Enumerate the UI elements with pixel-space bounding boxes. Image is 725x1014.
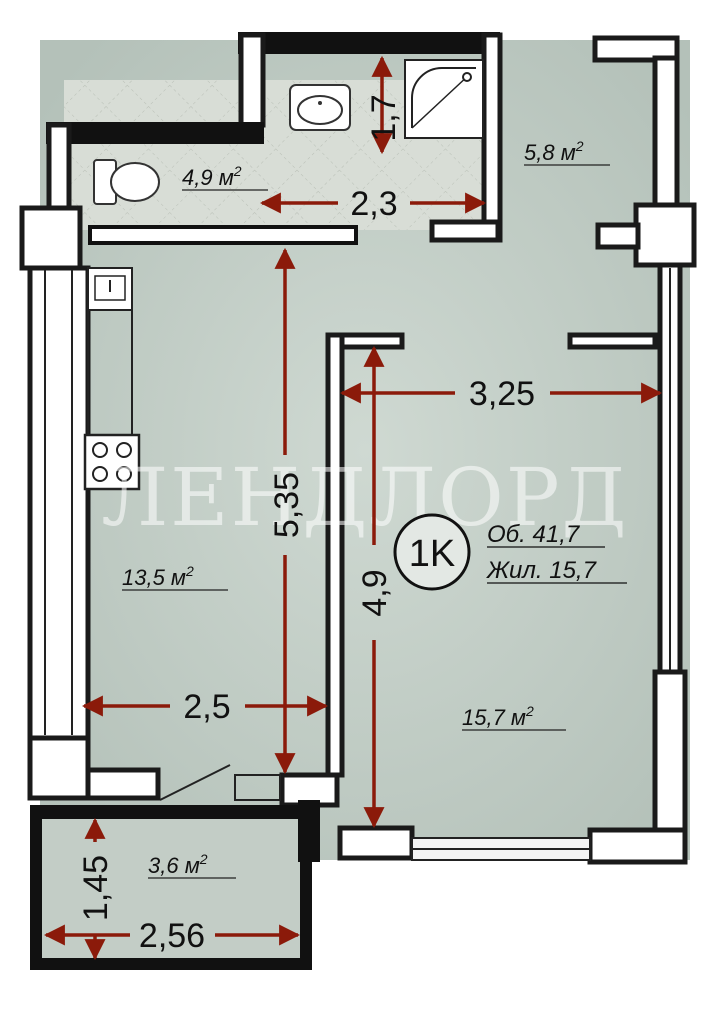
unit-badge: 1K <box>409 533 455 575</box>
wall-column-tl <box>19 205 83 271</box>
dim-room-width: 3,25 <box>469 375 535 413</box>
wall-bath-top <box>46 122 264 144</box>
area-hall: 5,8 м2 <box>524 138 584 165</box>
wall-column-tr <box>633 202 697 268</box>
wall-bath-left-upper <box>238 32 266 128</box>
watermark: ЛЕНДЛОРД <box>101 451 628 544</box>
dim-kitchen-width: 2,5 <box>183 688 230 726</box>
stove-icon <box>83 433 141 491</box>
dim-bath-height: 1,7 <box>365 94 403 141</box>
dim-room-length: 4,9 <box>356 569 394 616</box>
area-balcony: 3,6 м2 <box>148 851 208 878</box>
wall-right-lower <box>652 669 688 835</box>
area-living-room: 15,7 м2 <box>462 703 534 730</box>
wall-room-door-right <box>567 332 658 350</box>
wall-top <box>238 32 500 54</box>
wall-bath-door-stub <box>429 219 501 243</box>
wall-hall-stub <box>595 222 641 250</box>
wall-bath-right <box>481 32 503 243</box>
wall-column-br <box>587 827 688 865</box>
toilet-icon <box>93 159 160 205</box>
sink-icon <box>289 84 351 131</box>
wall-column-bl <box>27 735 91 801</box>
living-area: Жил. 15,7 <box>486 557 598 584</box>
wall-left-window <box>27 265 91 741</box>
area-bathroom: 4,9 м2 <box>182 163 242 190</box>
dim-balcony-length: 2,56 <box>139 917 205 955</box>
wall-partition <box>325 332 345 778</box>
wall-balcony-bottom <box>30 958 310 970</box>
dim-bath-width: 2,3 <box>350 185 397 223</box>
dim-kitchen-length: 5,35 <box>268 472 306 538</box>
total-area: Об. 41,7 <box>487 521 581 548</box>
wall-hall-top <box>592 35 680 63</box>
kitchen-sink-icon <box>87 267 133 311</box>
dim-balcony-width: 1,45 <box>77 855 115 921</box>
shower-icon <box>404 59 484 139</box>
wall-balcony-right <box>300 855 312 970</box>
wall-room-door-left <box>339 332 405 350</box>
wall-balcony-top <box>30 805 315 819</box>
wall-kitchen-bottom-left <box>85 767 161 801</box>
wall-right-upper <box>652 55 680 211</box>
area-kitchen: 13,5 м2 <box>122 563 194 590</box>
wall-bottom-mid <box>337 825 415 861</box>
wall-balcony-left <box>30 805 42 965</box>
unit-badge-circle <box>393 513 471 591</box>
